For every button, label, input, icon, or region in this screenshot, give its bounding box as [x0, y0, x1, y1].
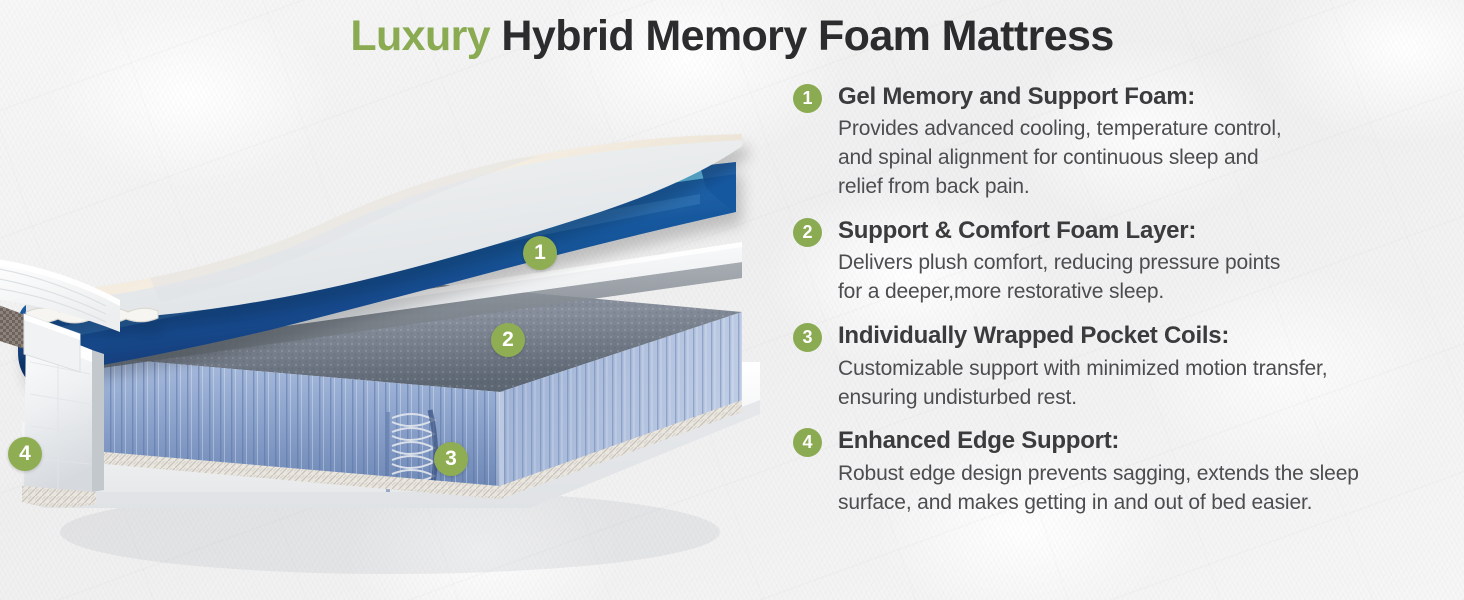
callout-badge-2[interactable]: 2 — [491, 323, 525, 357]
floor-shadow — [60, 490, 720, 574]
page-title: Luxury Hybrid Memory Foam Mattress — [0, 12, 1464, 61]
feature-number-badge-2: 2 — [793, 218, 822, 248]
title-accent-word: Luxury — [350, 12, 491, 60]
feature-title-4: Enhanced Edge Support: — [838, 427, 1120, 455]
feature-body-3: Customizable support with minimized moti… — [838, 356, 1328, 409]
feature-item-1: 1 Gel Memory and Support Foam: Provides … — [786, 82, 1446, 202]
callout-badge-4[interactable]: 4 — [8, 437, 42, 471]
feature-body-1: Provides advanced cooling, temperature c… — [838, 117, 1282, 199]
cover-corner-block — [23, 313, 81, 373]
feature-list: 1 Gel Memory and Support Foam: Provides … — [786, 82, 1446, 592]
feature-item-3: 3 Individually Wrapped Pocket Coils: Cus… — [786, 321, 1446, 412]
feature-title-2: Support & Comfort Foam Layer: — [838, 217, 1197, 245]
feature-number-badge-1: 1 — [793, 84, 822, 113]
feature-title-3: Individually Wrapped Pocket Coils: — [838, 322, 1230, 350]
feature-body-2: Delivers plush comfort, reducing pressur… — [838, 251, 1281, 304]
feature-number-badge-3: 3 — [793, 323, 822, 353]
product-illustration: 1 2 3 4 — [0, 62, 790, 600]
feature-number-badge-4: 4 — [793, 428, 822, 458]
title-rest: Hybrid Memory Foam Mattress — [490, 12, 1114, 60]
feature-item-2: 2 Support & Comfort Foam Layer: Delivers… — [786, 216, 1446, 307]
quilted-sleep-surface — [0, 259, 120, 332]
callout-badge-1[interactable]: 1 — [523, 236, 557, 270]
feature-body-4: Robust edge design prevents sagging, ext… — [838, 461, 1359, 514]
callout-badge-3[interactable]: 3 — [434, 442, 468, 476]
feature-item-4: 4 Enhanced Edge Support: Robust edge des… — [786, 426, 1446, 517]
feature-title-1: Gel Memory and Support Foam: — [838, 83, 1196, 110]
